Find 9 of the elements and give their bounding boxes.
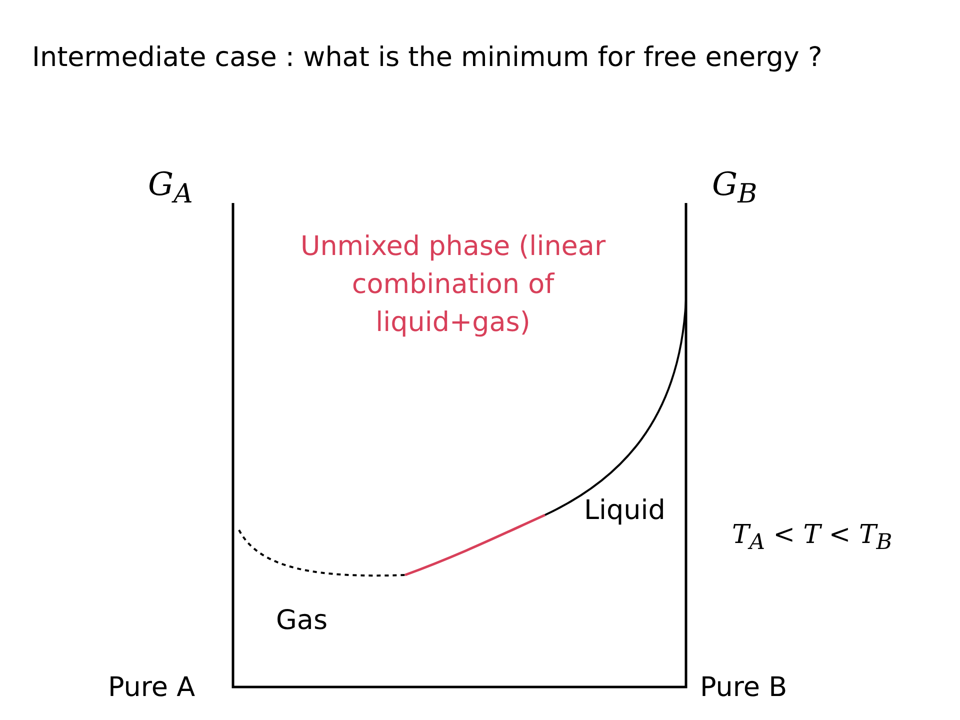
axis-label: G$_{A}$ xyxy=(148,165,193,210)
axis-label: G$_{B}$ xyxy=(712,165,758,210)
curve-label: Liquid xyxy=(584,495,666,526)
axis-end-label: Pure B xyxy=(700,672,788,703)
annotation-text: Unmixed phase (linear combination of liquid+gas) xyxy=(299,230,607,340)
title: Intermediate case : what is the minimum for free energy ? xyxy=(32,42,822,73)
axis-end-label: Pure A xyxy=(108,672,196,703)
temperature-condition: T$_{A}$ < T < T$_{B}$ xyxy=(732,520,892,556)
curve-label: Gas xyxy=(276,605,328,636)
